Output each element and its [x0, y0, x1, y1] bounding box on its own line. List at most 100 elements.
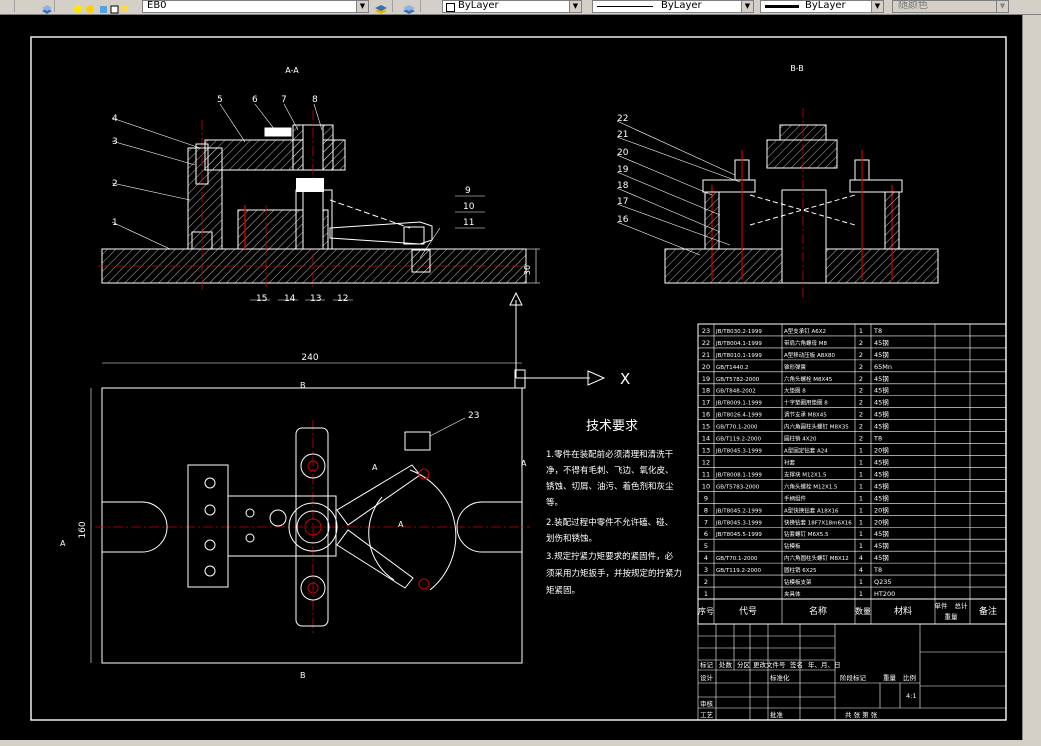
chevron-down-icon[interactable]: ▼: [741, 1, 753, 12]
bom-cell-qty: 2: [859, 423, 863, 431]
layer-previous-icon[interactable]: [400, 0, 421, 14]
linetype-dropdown[interactable]: ByLayer ▼: [592, 0, 754, 13]
horizontal-scrollbar[interactable]: [0, 740, 1041, 746]
bom-header-qty: 数量: [855, 606, 871, 616]
bom-cell-no: 7: [704, 518, 708, 526]
bom-cell-no: 1: [704, 590, 708, 598]
make-current-layer-icon[interactable]: [372, 0, 393, 14]
bom-cell-no: 18: [702, 387, 710, 395]
tb-stage-mark: 阶段标记: [840, 673, 867, 682]
bom-cell-code: GB/T70.1-2000: [716, 556, 758, 562]
tb-change-doc: 更改文件号: [753, 660, 786, 669]
bom-cell-name: 钻模板支架: [784, 578, 812, 586]
bom-cell-qty: 1: [859, 494, 863, 502]
bom-cell-name: 十字垫圈用垫圈 8: [784, 399, 828, 407]
tb-standardize: 标准化: [770, 673, 790, 682]
bom-cell-no: 20: [702, 363, 710, 371]
bom-cell-code: GB/T848-2002: [716, 389, 756, 395]
bom-cell-qty: 1: [859, 458, 863, 466]
bom-cell-qty: 4: [859, 554, 863, 562]
callout-4: 4: [112, 114, 118, 124]
bom-cell-name: 六角头螺栓 M12X1.5: [784, 482, 838, 490]
layer-state-icons[interactable]: [70, 0, 142, 14]
callout-12: 12: [337, 294, 348, 304]
ucs-icon: X: [509, 291, 630, 388]
drawing-canvas[interactable]: A-A 30: [0, 15, 1041, 746]
chevron-down-icon[interactable]: ▼: [356, 1, 368, 12]
chevron-down-icon[interactable]: ▼: [996, 1, 1008, 12]
tb-scale-value: 4:1: [906, 692, 916, 700]
plan-view: 240 160 B B A A A A: [60, 353, 530, 680]
chevron-down-icon[interactable]: ▼: [569, 1, 581, 12]
technical-requirements: 技术要求 1.零件在装配前必须清理和清洗干 净，不得有毛刺、飞边、氧化皮、 锈蚀…: [546, 419, 682, 596]
callout-10: 10: [463, 202, 475, 212]
mark-a-top: A: [372, 463, 378, 472]
bom-cell-qty: 2: [859, 399, 863, 407]
layer-dropdown[interactable]: EB0 ▼: [142, 0, 369, 13]
tech-line: 等。: [546, 497, 563, 508]
bom-cell-qty: 1: [859, 447, 863, 455]
bom-cell-no: 11: [702, 470, 710, 478]
bom-header-mat: 材料: [894, 605, 912, 617]
bom-cell-qty: 2: [859, 351, 863, 359]
color-dropdown[interactable]: ByLayer ▼: [442, 0, 582, 13]
bom-cell-code: JB/T8045.2-1999: [715, 508, 762, 514]
bom-cell-name: 圆柱销 4X20: [784, 435, 817, 443]
bom-cell-no: 22: [702, 339, 710, 347]
bom-cell-name: 夹具体: [784, 590, 801, 598]
tb-scale: 比例: [903, 673, 916, 682]
tech-line: 3.规定拧紧力矩要求的紧固件，必: [546, 551, 674, 562]
tech-line: 净，不得有毛刺、飞边、氧化皮、: [546, 465, 674, 476]
bom-cell-mat: 65Mn: [874, 363, 892, 371]
callout-7: 7: [281, 95, 287, 105]
bom-cell-mat: 20钢: [874, 506, 889, 514]
mark-a-left: A: [60, 539, 66, 548]
bom-cell-mat: 45钢: [874, 530, 889, 538]
color-value: ByLayer: [458, 0, 499, 11]
bom-cell-qty: 1: [859, 506, 863, 514]
callout-21: 21: [617, 130, 628, 140]
bom-cell-code: JB/T8009.1-1999: [715, 401, 762, 407]
plotstyle-dropdown[interactable]: 随颜色 ▼: [892, 0, 1009, 13]
bom-cell-qty: 1: [859, 590, 863, 598]
drawing-svg: A-A 30: [30, 36, 1007, 721]
bom-cell-mat: 45钢: [874, 458, 889, 466]
tech-line: 须采用力矩扳手，并按规定的拧紧力: [546, 568, 682, 579]
bom-cell-code: GB/T119.2-2000: [716, 437, 761, 443]
bom-cell-code: GB/T1440.2: [716, 365, 749, 371]
bom-cell-no: 4: [704, 554, 708, 562]
bom-cell-mat: Q235: [874, 578, 892, 586]
chevron-down-icon[interactable]: ▼: [871, 1, 883, 12]
bom-cell-no: 19: [702, 375, 710, 383]
bom-cell-mat: 20钢: [874, 518, 889, 526]
tb-review: 审核: [700, 699, 714, 708]
tb-design: 设计: [700, 673, 714, 682]
callout-2: 2: [112, 179, 118, 189]
toolbar-handle[interactable]: [0, 0, 15, 12]
bom-header-name: 名称: [809, 605, 827, 617]
tech-line: 2.装配过程中零件不允许磕、碰、: [546, 517, 673, 528]
tb-mark: 标记: [700, 660, 714, 669]
bom-cell-qty: 1: [859, 482, 863, 490]
tech-line: 划伤和锈蚀。: [546, 533, 597, 544]
bom-cell-mat: 45钢: [874, 470, 889, 478]
tb-zone: 分区: [737, 660, 751, 669]
callout-6: 6: [252, 95, 258, 105]
callout-20: 20: [617, 148, 629, 158]
bom-cell-no: 8: [704, 506, 708, 514]
bom-cell-mat: HT200: [874, 590, 895, 598]
bom-cell-no: 17: [702, 399, 710, 407]
callout-1: 1: [112, 218, 118, 228]
tb-date: 年、月、日: [808, 660, 841, 669]
bom-cell-name: 大垫圈 8: [784, 387, 806, 395]
linetype-preview: [597, 6, 653, 7]
bom-cell-no: 9: [704, 494, 708, 502]
lineweight-dropdown[interactable]: ByLayer ▼: [760, 0, 884, 13]
layer-manager-icon[interactable]: [40, 0, 55, 14]
tech-line: 锈蚀、切屑、油污、着色剂和灰尘: [546, 481, 674, 492]
bom-cell-no: 16: [702, 411, 710, 419]
vertical-scrollbar[interactable]: [1022, 15, 1041, 740]
bom-cell-code: GB/T5783-2000: [716, 484, 760, 490]
callout-16: 16: [617, 215, 629, 225]
